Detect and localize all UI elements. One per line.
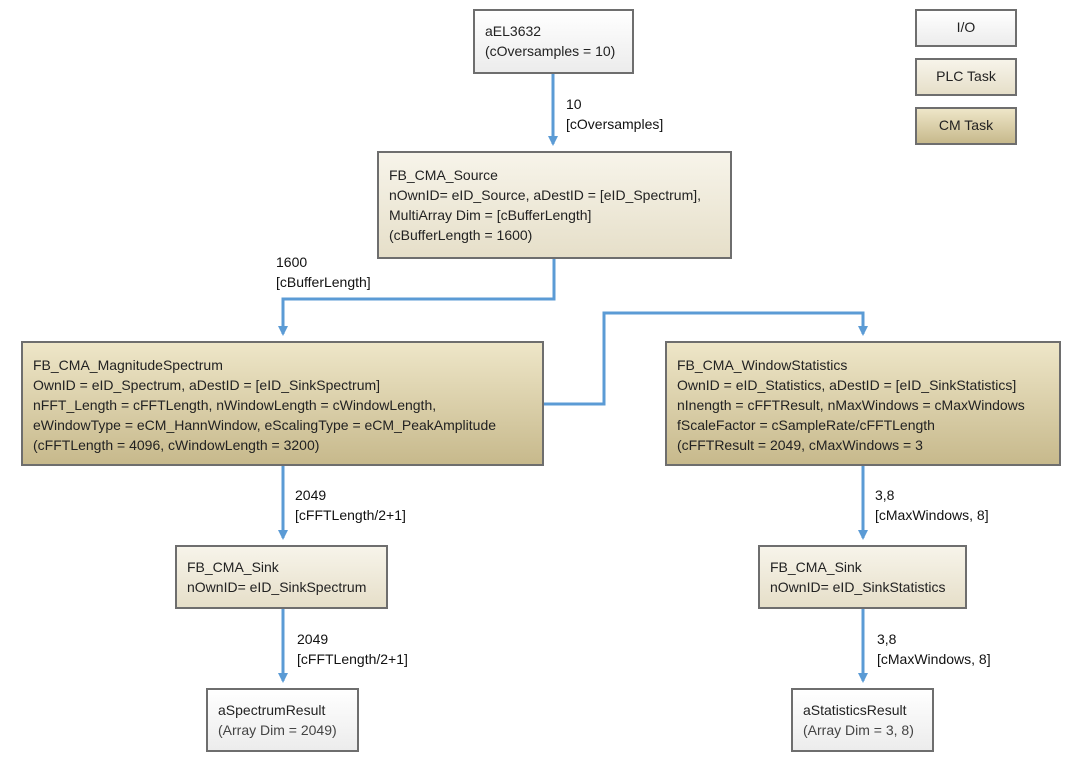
edge-size-expr: [cOversamples] [566,116,664,132]
node-detail: nInength = cFFTResult, nMaxWindows = cMa… [677,397,1025,413]
edge-size: 1600 [276,254,308,270]
edge-size-expr: [cBufferLength] [276,274,371,290]
legend-plc-task: PLC Task [915,58,1017,96]
node-spectrum-result: aSpectrumResult (Array Dim = 2049) [206,688,359,752]
node-detail: nOwnID= eID_SinkSpectrum [187,579,367,595]
node-detail: fScaleFactor = cSampleRate/cFFTLength [677,417,935,433]
node-title: aSpectrumResult [218,702,326,718]
node-title: FB_CMA_Sink [770,559,862,575]
node-detail: MultiArray Dim = [cBufferLength] [389,207,592,223]
node-title: FB_CMA_Sink [187,559,279,575]
edge-size-expr: [cFFTLength/2+1] [295,507,406,523]
node-fb-cma-magnitude-spectrum: FB_CMA_MagnitudeSpectrum OwnID = eID_Spe… [21,341,544,466]
edge-size: 3,8 [877,631,897,647]
node-fb-cma-window-statistics: FB_CMA_WindowStatistics OwnID = eID_Stat… [665,341,1061,466]
edge-size-expr: [cMaxWindows, 8] [877,651,991,667]
edge-label-source-to-magnitude: 1600 [cBufferLength] [276,252,371,292]
node-detail: eWindowType = eCM_HannWindow, eScalingTy… [33,417,497,433]
edge-size: 3,8 [875,487,895,503]
edge-size: 10 [566,96,582,112]
node-detail: nFFT_Length = cFFTLength, nWindowLength … [33,397,437,413]
node-detail: (cFFTLength = 4096, cWindowLength = 3200… [33,437,320,453]
node-detail: nOwnID= eID_Source, aDestID = [eID_Spect… [389,187,702,203]
edge-size-expr: [cMaxWindows, 8] [875,507,989,523]
edge-label-el3632-to-source: 10 [cOversamples] [566,94,663,134]
edge-label-magnitude-to-sink: 2049 [cFFTLength/2+1] [295,485,406,525]
node-title: aStatisticsResult [803,702,907,718]
node-detail: OwnID = eID_Spectrum, aDestID = [eID_Sin… [33,377,381,393]
node-fb-cma-sink-statistics: FB_CMA_Sink nOwnID= eID_SinkStatistics [758,545,967,609]
edge-size: 2049 [297,631,329,647]
legend-io-label: I/O [956,19,976,35]
node-detail: (Array Dim = 2049) [218,722,337,738]
node-fb-cma-sink-spectrum: FB_CMA_Sink nOwnID= eID_SinkSpectrum [175,545,388,609]
legend-io: I/O [915,9,1017,47]
node-detail: (cOversamples = 10) [485,43,616,59]
node-detail: (cFFTResult = 2049, cMaxWindows = 3 [677,437,923,453]
node-title: aEL3632 [485,23,542,39]
node-detail: nOwnID= eID_SinkStatistics [770,579,946,595]
arrow-magnitude-to-window-statistics [543,311,868,406]
arrow-source-to-magnitude [278,259,556,336]
edge-label-sink-to-spectrum-result: 2049 [cFFTLength/2+1] [297,629,408,669]
edge-label-sink-to-statistics-result: 3,8 [cMaxWindows, 8] [877,629,991,669]
node-detail: (cBufferLength = 1600) [389,227,533,243]
node-detail: (Array Dim = 3, 8) [803,722,914,738]
node-title: FB_CMA_WindowStatistics [677,357,848,373]
legend-plc-task-label: PLC Task [936,68,996,84]
edge-label-window-statistics-to-sink: 3,8 [cMaxWindows, 8] [875,485,989,525]
legend-cm-task-label: CM Task [938,117,994,133]
node-statistics-result: aStatisticsResult (Array Dim = 3, 8) [791,688,934,752]
edge-size: 2049 [295,487,327,503]
node-detail: OwnID = eID_Statistics, aDestID = [eID_S… [677,377,1017,393]
legend-cm-task: CM Task [915,107,1017,145]
edge-size-expr: [cFFTLength/2+1] [297,651,408,667]
node-title: FB_CMA_Source [389,167,498,183]
node-title: FB_CMA_MagnitudeSpectrum [33,357,223,373]
node-fb-cma-source: FB_CMA_Source nOwnID= eID_Source, aDestI… [377,151,732,259]
node-el3632: aEL3632 (cOversamples = 10) [473,9,634,74]
